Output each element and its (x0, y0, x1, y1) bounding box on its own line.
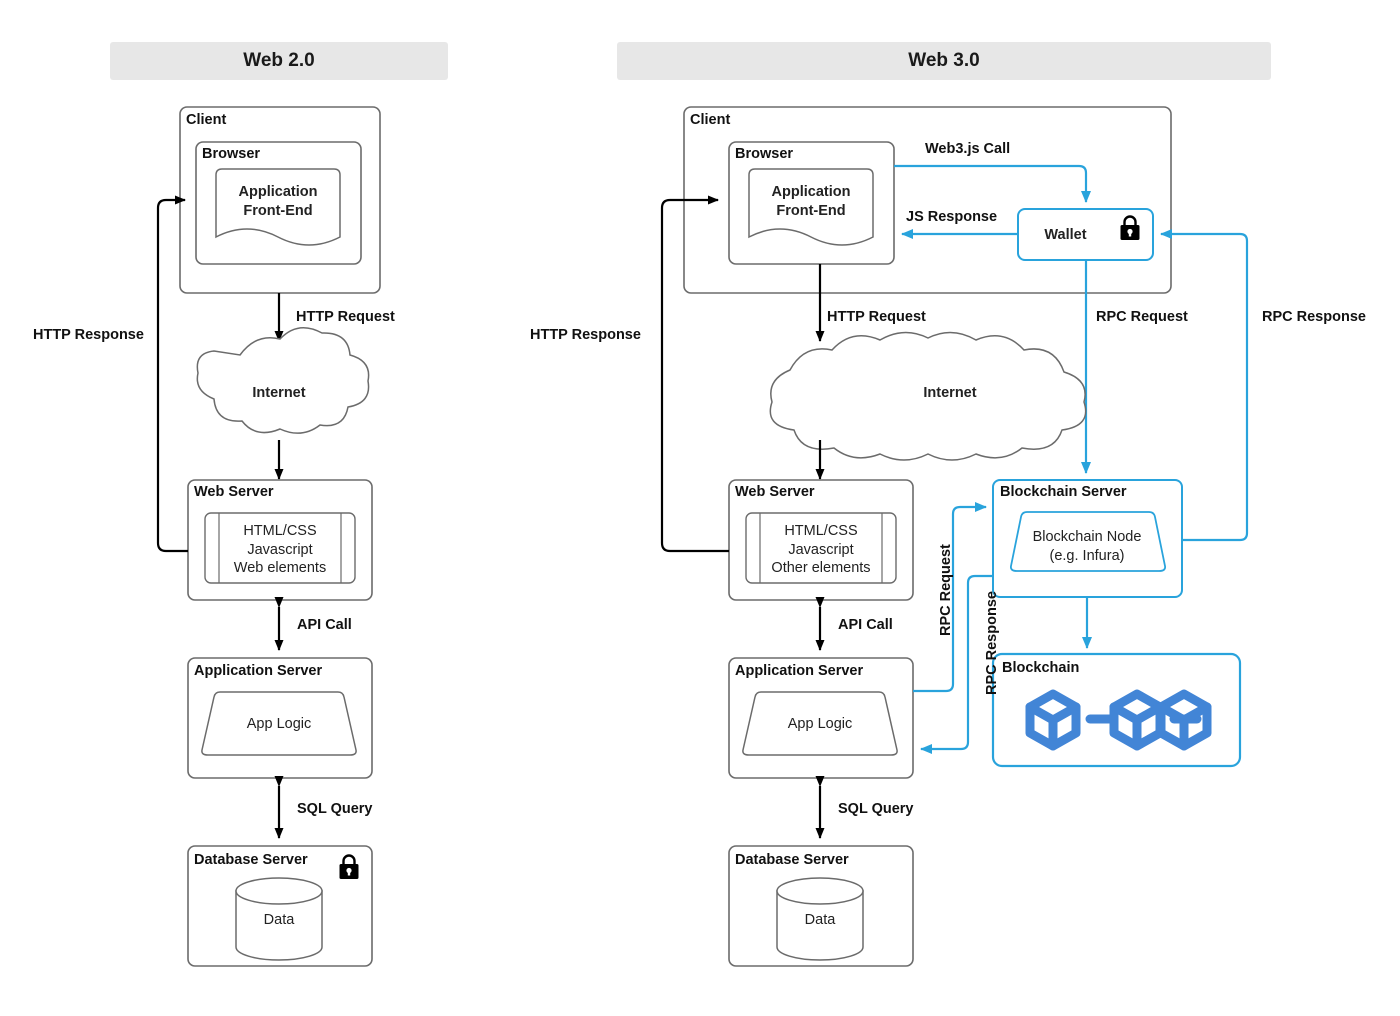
web2-applogic-trapezoid (201, 691, 357, 756)
web3-frontend-label: Application Front-End (771, 184, 851, 219)
web3-internet-cloud (769, 331, 1087, 461)
panel-header-web2: Web 2.0 (110, 42, 448, 80)
panel-header-web2-label: Web 2.0 (243, 50, 315, 71)
web3-edge-http-response (660, 195, 729, 553)
web3-wallet-label: Wallet (1044, 227, 1087, 243)
web3-webserver-content: HTML/CSS Javascript Other elements (771, 523, 871, 577)
web3-label-rpc-response-wallet: RPC Response (1262, 309, 1366, 325)
web2-appserver-title: Application Server (194, 663, 323, 679)
web2-label-api-call: API Call (297, 617, 352, 633)
panel-header-web3-label: Web 3.0 (908, 50, 980, 71)
web3-label-web3js-call: Web3.js Call (925, 141, 1011, 157)
web3-label-sql-query: SQL Query (838, 801, 914, 817)
web2-internet-label: Internet (252, 385, 306, 401)
web3-label-rpc-request-wallet: RPC Request (1096, 309, 1188, 325)
web2-frontend-shape (215, 168, 341, 246)
web3-edge-rpc-request-app (913, 502, 987, 693)
web3-edge-rpc-response-wallet (1160, 229, 1249, 542)
web3-dbserver-title: Database Server (735, 852, 849, 868)
web3-applogic-label: App Logic (787, 716, 853, 732)
lock-icon (1120, 215, 1140, 240)
web3-label-api-call: API Call (838, 617, 893, 633)
web3-blockchain-node-label: Blockchain Node (e.g. Infura) (1032, 529, 1142, 564)
web3-browser-title: Browser (735, 146, 794, 162)
web3-blockchain-title: Blockchain (1002, 660, 1080, 676)
web2-data-cylinder (235, 877, 323, 961)
web3-webserver-title: Web Server (735, 484, 815, 500)
blockchain-cubes-icon (1025, 689, 1212, 751)
web2-frontend-label: Application Front-End (238, 184, 318, 219)
web3-label-js-response: JS Response (906, 209, 998, 225)
web3-webserver-inner-shape (745, 512, 897, 584)
web3-client-title: Client (690, 112, 731, 128)
web2-label-http-request: HTTP Request (296, 309, 395, 325)
web3-data-label: Data (804, 912, 836, 928)
web2-client-title: Client (186, 112, 227, 128)
web3-frontend-shape (748, 168, 874, 246)
web2-data-label: Data (263, 912, 295, 928)
web3-label-http-response: HTTP Response (530, 327, 641, 343)
web2-label-sql-query: SQL Query (297, 801, 373, 817)
web3-internet-label: Internet (923, 385, 977, 401)
lock-icon (339, 854, 359, 879)
web3-label-rpc-response-app: RPC Response (984, 591, 1000, 695)
web3-appserver-title: Application Server (735, 663, 864, 679)
web2-label-http-response: HTTP Response (33, 327, 144, 343)
web3-edge-web3js-call (894, 164, 1091, 203)
web2-browser-title: Browser (202, 146, 261, 162)
web2-webserver-content: HTML/CSS Javascript Web elements (233, 523, 327, 577)
web2-webserver-title: Web Server (194, 484, 274, 500)
web2-edge-http-response (156, 195, 188, 553)
web3-label-rpc-request-app: RPC Request (938, 544, 954, 636)
web3-label-http-request: HTTP Request (827, 309, 926, 325)
web2-internet-cloud (196, 327, 370, 434)
web3-data-cylinder (776, 877, 864, 961)
web2-webserver-inner-shape (204, 512, 356, 584)
web3-blockchain-node-trapezoid (1009, 511, 1167, 572)
web3-applogic-trapezoid (742, 691, 898, 756)
web3-blockchain-server-title: Blockchain Server (1000, 484, 1127, 500)
web2-dbserver-title: Database Server (194, 852, 308, 868)
web2-applogic-label: App Logic (246, 716, 312, 732)
panel-header-web3: Web 3.0 (617, 42, 1271, 80)
web3-edge-rpc-response-app (920, 574, 993, 754)
